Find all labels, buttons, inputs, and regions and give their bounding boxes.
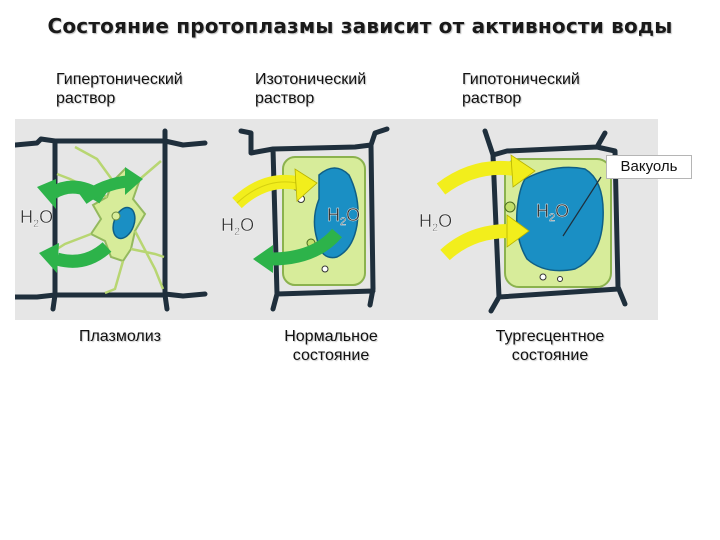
plasmolysis-cell xyxy=(15,128,208,312)
h2o-label-cell2-outside: H2O xyxy=(221,215,254,238)
h2o-label-cell1: H2O xyxy=(20,207,53,230)
h2o-label-cell2-inside: H2O xyxy=(327,205,360,228)
arrow-out-cell2 xyxy=(253,228,342,273)
turgescent-cell xyxy=(482,128,628,314)
arrow-out-lower-cell1 xyxy=(39,242,112,273)
h2o-label-cell3-inside: H2O xyxy=(536,201,569,224)
cells-diagram: H2O H2O H2O H2O H2O xyxy=(15,119,658,320)
arrow-out-upper-right-cell1 xyxy=(79,167,143,204)
state-label-plasmolysis: Плазмолиз xyxy=(78,328,162,345)
arrow-in-upper-cell3 xyxy=(436,154,536,195)
h2o-label-cell3-outside: H2O xyxy=(419,211,452,234)
arrow-in-cell2 xyxy=(232,168,318,209)
diagram-title: Состояние протоплазмы зависит от активно… xyxy=(47,14,673,38)
vacuole-pointer xyxy=(562,176,602,237)
arrow-in-lower-cell3 xyxy=(440,214,530,261)
vacuole-label: Вакуоль xyxy=(606,155,692,179)
